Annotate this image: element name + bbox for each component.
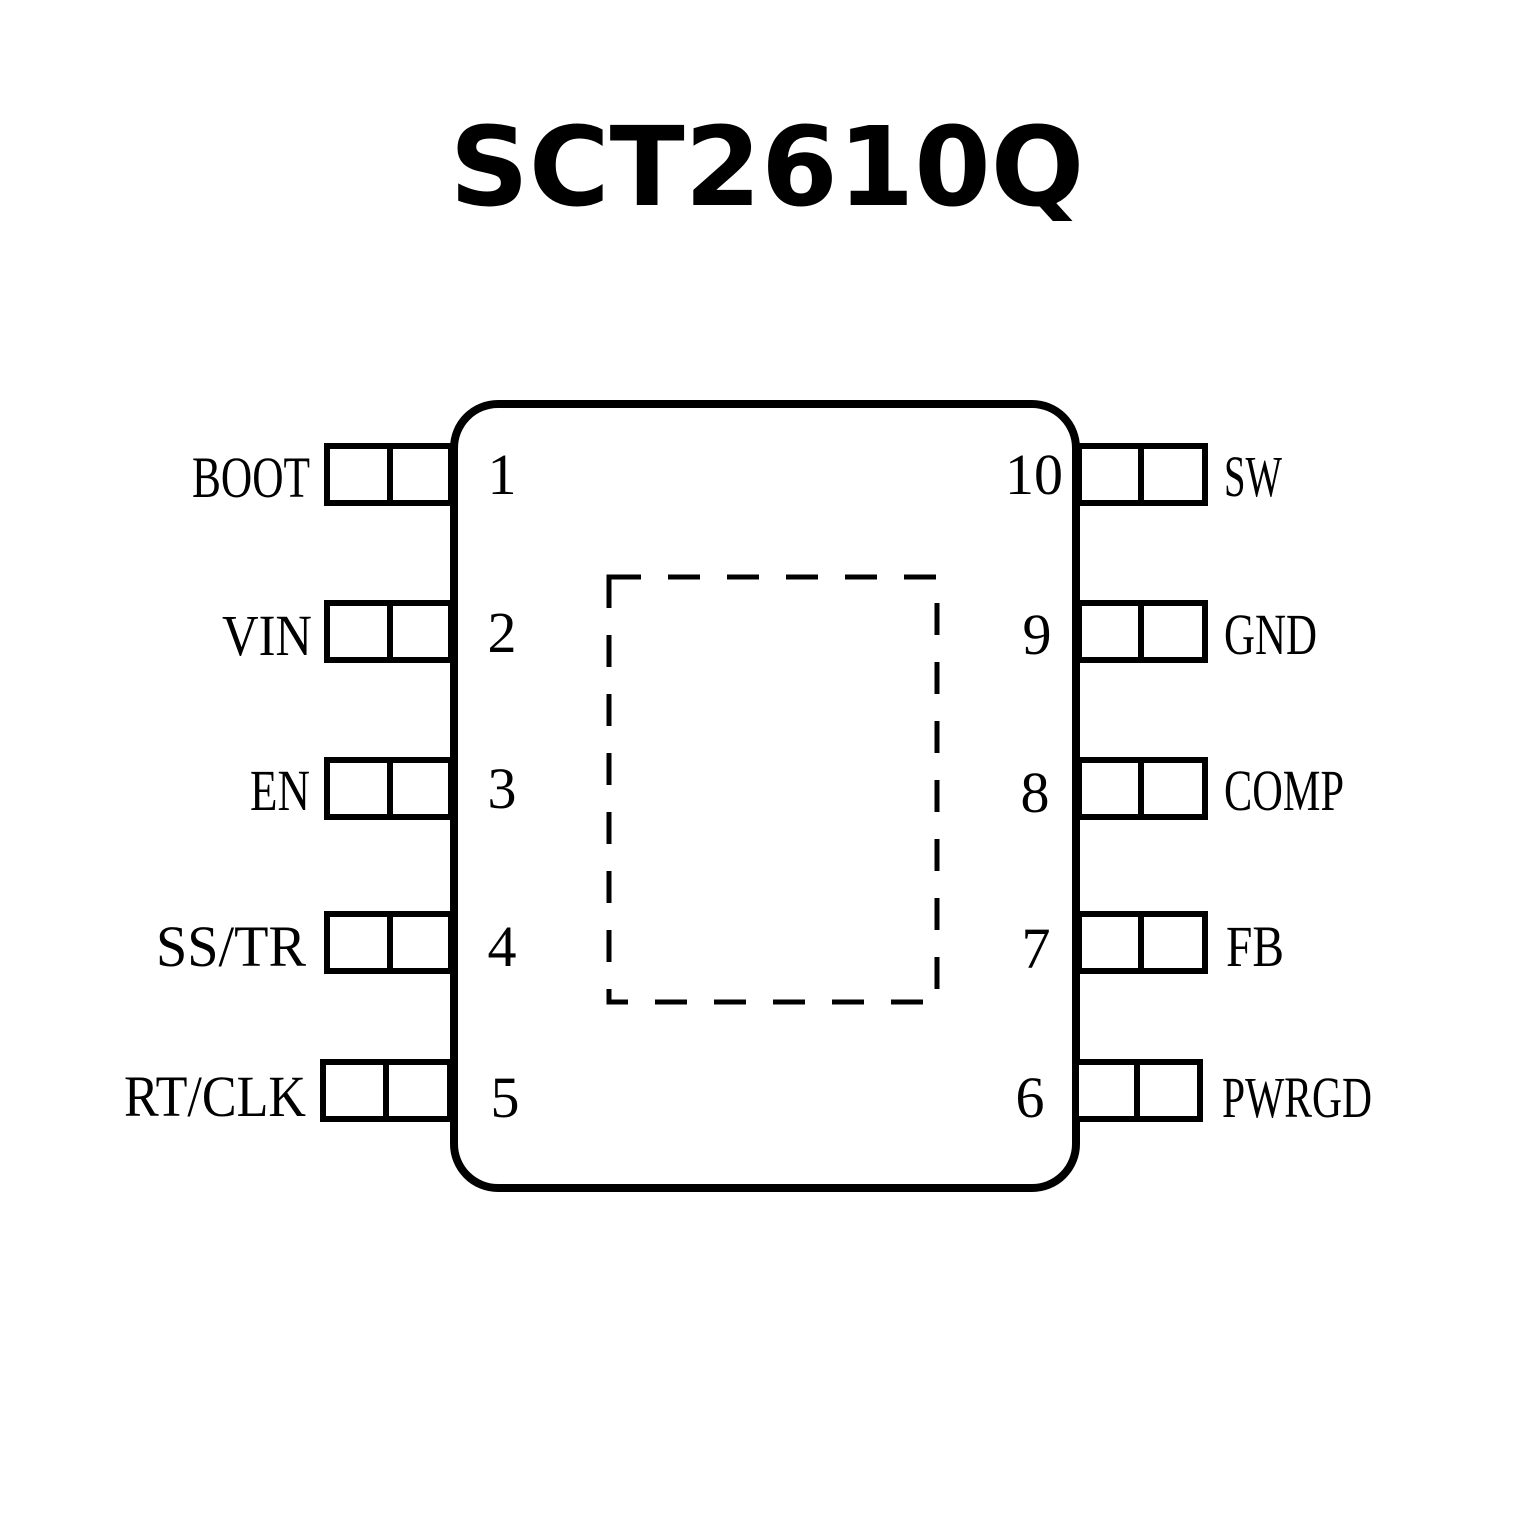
pin-number: 4 <box>488 914 517 979</box>
pin-1: BOOT 1 <box>192 442 517 510</box>
pin-number: 2 <box>488 600 517 665</box>
chip-title: SCT2610Q <box>450 103 1085 231</box>
pin-5: RT/CLK 5 <box>124 1059 520 1130</box>
pin-number: 8 <box>1021 760 1050 825</box>
pin-number: 10 <box>1005 442 1063 507</box>
pin-number: 1 <box>488 442 517 507</box>
pin-name: PWRGD <box>1222 1065 1372 1130</box>
pin-2: VIN 2 <box>222 600 517 668</box>
pin-number: 3 <box>488 756 517 821</box>
pin-name: RT/CLK <box>124 1064 306 1129</box>
pin-name: EN <box>250 758 310 823</box>
pin-name: FB <box>1226 914 1284 979</box>
pin-10: SW 10 <box>1005 442 1282 509</box>
pin-3: EN 3 <box>250 756 517 823</box>
right-pins: SW 10 GND 9 COMP 8 FB 7 PWRGD <box>1005 442 1372 1130</box>
left-pins: BOOT 1 VIN 2 EN 3 SS/TR 4 RT/CLK <box>124 442 520 1130</box>
pin-number: 5 <box>491 1065 520 1130</box>
exposed-pad-outline <box>606 574 940 1005</box>
pin-6: PWRGD 6 <box>1016 1059 1372 1130</box>
pin-name: COMP <box>1224 758 1344 823</box>
pin-number: 6 <box>1016 1065 1045 1130</box>
pin-name: SS/TR <box>156 914 306 979</box>
pin-7: FB 7 <box>1022 911 1284 981</box>
pin-8: COMP 8 <box>1021 757 1344 825</box>
pin-name: VIN <box>222 603 312 668</box>
pin-name: BOOT <box>192 445 310 510</box>
pin-name: GND <box>1224 602 1317 667</box>
pin-number: 7 <box>1022 916 1051 981</box>
pin-name: SW <box>1224 444 1282 509</box>
pin-9: GND 9 <box>1023 600 1317 667</box>
pin-number: 9 <box>1023 602 1052 667</box>
pin-4: SS/TR 4 <box>156 911 517 979</box>
package-body <box>450 400 1080 1192</box>
